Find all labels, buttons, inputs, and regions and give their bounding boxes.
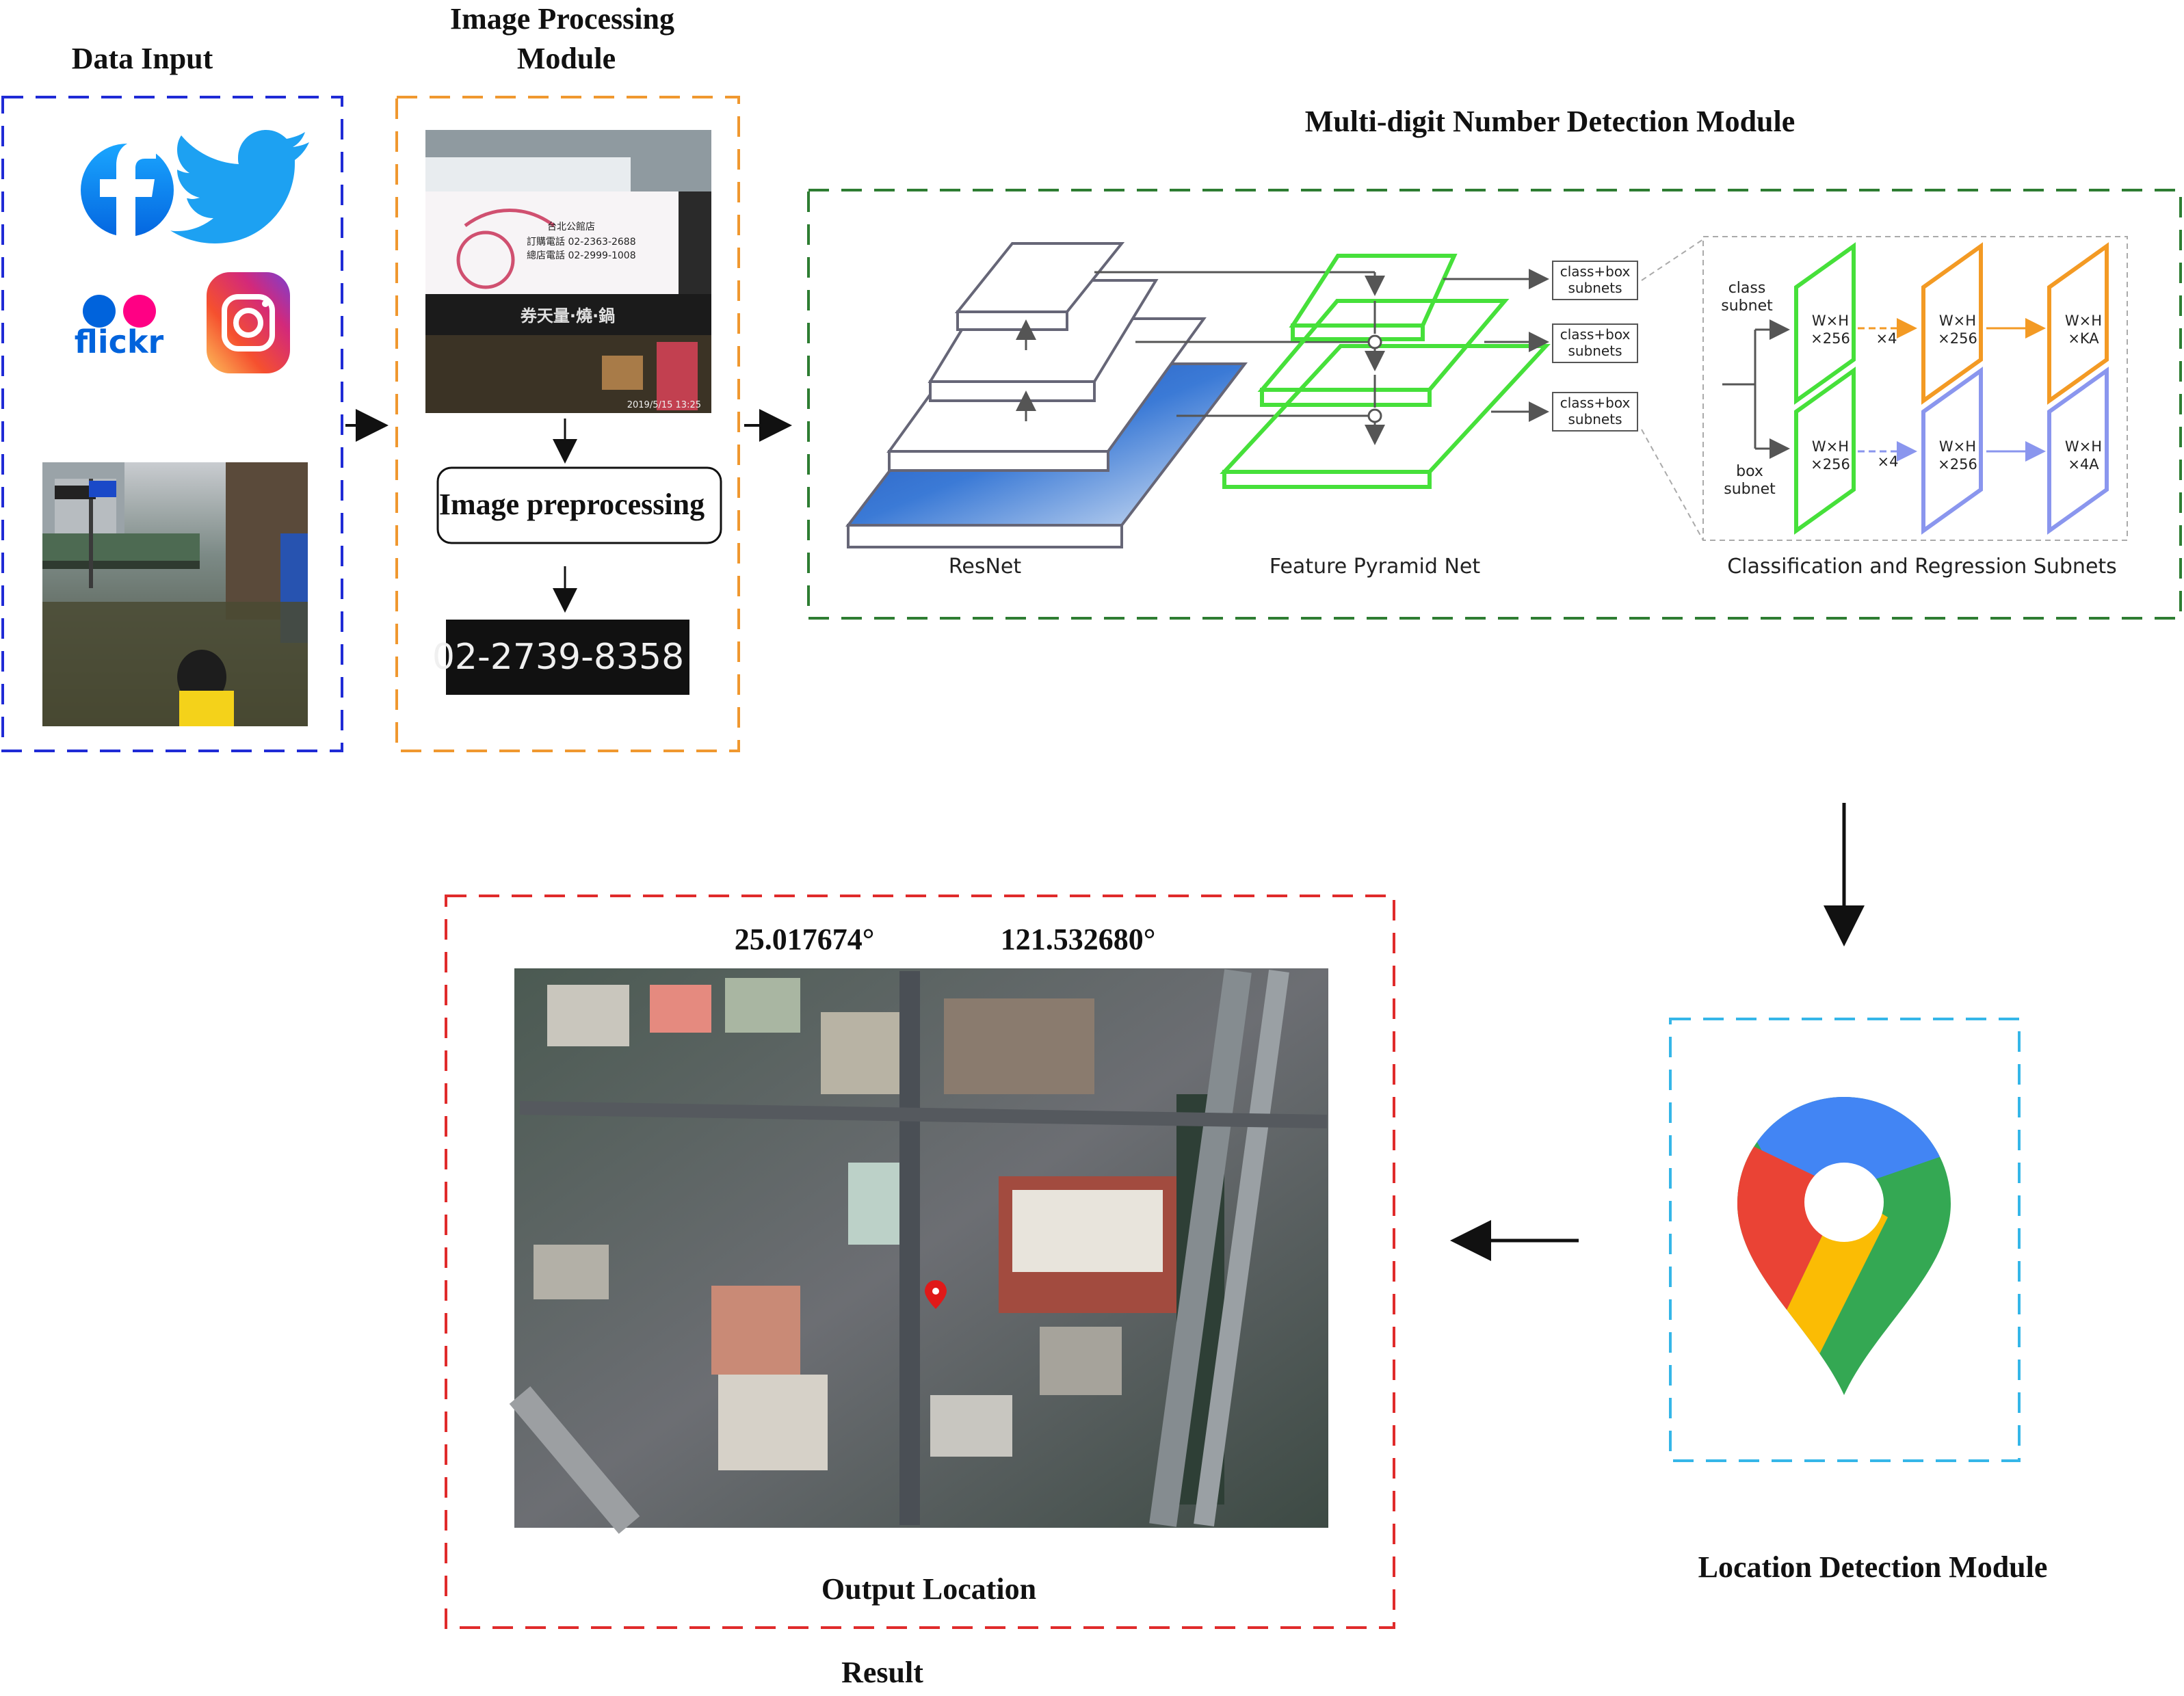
svg-text:W×H: W×H [2065, 313, 2102, 329]
svg-text:subnets: subnets [1568, 411, 1622, 427]
number-crop-text: 02-2739-8358 [432, 637, 684, 678]
svg-text:×256: ×256 [1938, 330, 1977, 347]
svg-text:subnet: subnet [1721, 297, 1773, 315]
svg-text:class+box: class+box [1560, 263, 1631, 280]
svg-text:W×H: W×H [1939, 438, 1976, 455]
svg-text:W×H: W×H [1812, 438, 1849, 455]
result-caption: Result [841, 1656, 923, 1689]
resnet-diagram: ResNet [845, 242, 1248, 579]
sign-line-2: 訂購電話 02-2363-2688 [527, 236, 636, 248]
instagram-icon [207, 272, 290, 373]
detection-box [807, 189, 2182, 620]
location-box [1669, 1018, 2021, 1462]
data-input-box [1, 96, 343, 752]
svg-text:box: box [1736, 463, 1763, 480]
svg-text:W×H: W×H [1939, 313, 1976, 329]
photo-timestamp: 2019/5/15 13:25 [627, 400, 701, 410]
map-marker-icon [925, 1280, 947, 1309]
svg-text:×256: ×256 [1811, 456, 1850, 473]
svg-text:class+box: class+box [1560, 395, 1631, 411]
svg-text:subnets: subnets [1568, 280, 1622, 296]
svg-text:×4: ×4 [1876, 330, 1897, 347]
processing-title-line1: Image Processing [450, 2, 674, 36]
subnets-detail: class subnet box subnet W×H ×256 ×4 W×H … [1641, 236, 2128, 579]
latitude-label: 25.017674° [735, 923, 875, 956]
data-input-title: Data Input [72, 42, 213, 75]
svg-text:×4: ×4 [1878, 453, 1899, 470]
facebook-icon [81, 141, 174, 248]
resnet-label: ResNet [949, 555, 1021, 579]
shop-sign-photo: 台北公館店 訂購電話 02-2363-2688 總店電話 02-2999-100… [425, 130, 711, 413]
svg-text:subnet: subnet [1724, 481, 1776, 498]
preprocess-box [436, 466, 722, 544]
output-location-label: Output Location [821, 1572, 1036, 1606]
subnets-label: Classification and Regression Subnets [1727, 555, 2117, 579]
svg-text:class+box: class+box [1560, 326, 1631, 343]
preprocess-label: Image preprocessing [439, 488, 705, 521]
svg-text:class: class [1728, 280, 1766, 297]
classbox-box-mid [1552, 323, 1638, 363]
sign-line-1: 台北公館店 [547, 221, 595, 233]
sign-line-3: 總店電話 02-2999-1008 [527, 250, 636, 261]
svg-text:W×H: W×H [2065, 438, 2102, 455]
svg-text:W×H: W×H [1812, 313, 1849, 329]
svg-text:×KA: ×KA [2068, 330, 2099, 347]
classbox-subnets: class+box subnets class+box subnets clas… [1443, 261, 1638, 432]
classbox-box-bottom [1552, 392, 1638, 432]
twitter-icon [170, 130, 309, 243]
svg-text:×256: ×256 [1938, 456, 1977, 473]
satellite-map [509, 968, 1328, 1534]
processing-title-line2: Module [517, 42, 616, 75]
flood-photo [42, 462, 308, 726]
fpn-diagram: Feature Pyramid Net [1220, 254, 1551, 579]
svg-text:×256: ×256 [1811, 330, 1850, 347]
flickr-icon: flickr [75, 295, 164, 360]
svg-text:flickr: flickr [75, 323, 164, 360]
processing-box [395, 96, 740, 752]
result-box [445, 895, 1395, 1629]
map-pin-icon [1737, 1097, 1951, 1395]
svg-text:subnets: subnets [1568, 343, 1622, 359]
location-title: Location Detection Module [1698, 1550, 2048, 1584]
classbox-box-top [1552, 261, 1638, 300]
number-crop-box [446, 620, 689, 695]
sign-shop-name: 券天量·燒·鍋 [521, 306, 615, 326]
longitude-label: 121.532680° [1001, 923, 1156, 956]
svg-text:×4A: ×4A [2068, 456, 2099, 473]
fpn-label: Feature Pyramid Net [1269, 555, 1480, 579]
detection-title: Multi-digit Number Detection Module [1305, 105, 1795, 138]
